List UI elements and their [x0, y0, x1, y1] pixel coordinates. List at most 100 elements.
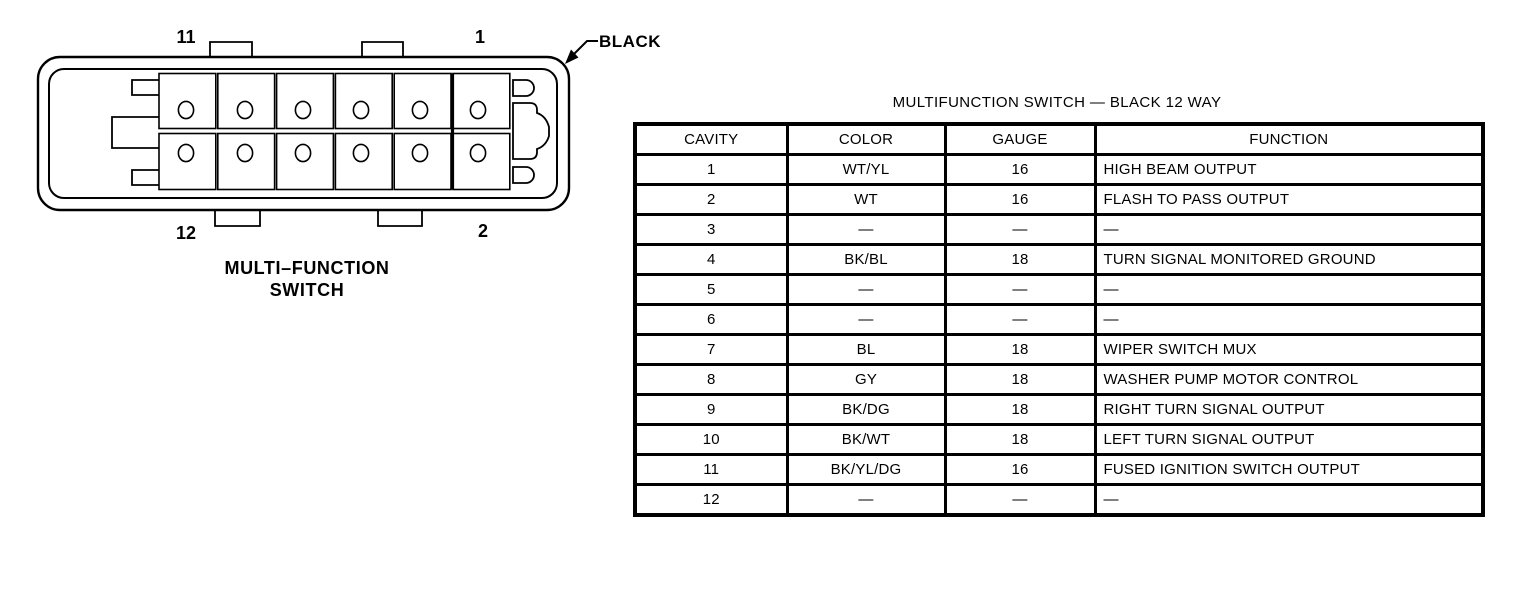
mounting-tab-bottom-right	[377, 210, 423, 227]
gauge-cell: 18	[943, 363, 1097, 396]
pin-hole-8	[294, 143, 312, 163]
gauge-cell: 16	[943, 453, 1097, 486]
pin-hole-6	[352, 143, 370, 163]
function-cell: HIGH BEAM OUTPUT	[1093, 153, 1485, 186]
gauge-cell: —	[943, 213, 1097, 246]
cavity-cell: 3	[633, 213, 789, 246]
cavity-cell: 10	[633, 423, 789, 456]
cavity-label-bottom-left: 12	[176, 223, 196, 243]
mounting-tab-top-right	[361, 41, 404, 58]
gauge-cell: 16	[943, 183, 1097, 216]
color-cell: —	[785, 483, 947, 517]
pin-hole-7	[294, 100, 312, 120]
color-cell: BK/YL/DG	[785, 453, 947, 486]
terminal-grid	[158, 72, 511, 191]
terminal-holes	[177, 100, 487, 163]
col-header-gauge: GAUGE	[943, 122, 1097, 156]
connector-caption-line1: MULTI–FUNCTION	[224, 258, 389, 278]
color-cell: WT	[785, 183, 947, 216]
gauge-cell: —	[943, 483, 1097, 517]
gauge-cell: 18	[943, 393, 1097, 426]
function-cell: FLASH TO PASS OUTPUT	[1093, 183, 1485, 216]
table-row: 3———	[633, 213, 1485, 246]
color-cell: GY	[785, 363, 947, 396]
table-row: 5———	[633, 273, 1485, 306]
function-cell: FUSED IGNITION SWITCH OUTPUT	[1093, 453, 1485, 486]
gauge-cell: 18	[943, 333, 1097, 366]
pin-hole-5	[352, 100, 370, 120]
function-cell: —	[1093, 483, 1485, 517]
key-tab-left-bottom	[131, 169, 159, 186]
cavity-label-top-left: 11	[176, 27, 195, 47]
pin-hole-1	[469, 100, 487, 120]
cavity-cell: 11	[633, 453, 789, 486]
function-cell: —	[1093, 273, 1485, 306]
pin-hole-9	[236, 100, 254, 120]
connector-caption-line2: SWITCH	[270, 280, 345, 300]
color-cell: BL	[785, 333, 947, 366]
key-tab-left-top	[131, 79, 159, 96]
pin-hole-12	[177, 143, 195, 163]
cavity-cell: 8	[633, 363, 789, 396]
col-header-cavity: CAVITY	[633, 122, 789, 156]
col-header-color: COLOR	[785, 122, 947, 156]
cavity-cell: 4	[633, 243, 789, 276]
gauge-cell: 18	[943, 423, 1097, 456]
connector-color-callout: BLACK	[599, 32, 661, 51]
function-cell: WIPER SWITCH MUX	[1093, 333, 1485, 366]
color-cell: —	[785, 303, 947, 336]
cavity-cell: 9	[633, 393, 789, 426]
mounting-tab-bottom-left	[214, 210, 261, 227]
function-cell: —	[1093, 303, 1485, 336]
cavity-label-bottom-right: 2	[478, 221, 488, 241]
color-cell: BK/BL	[785, 243, 947, 276]
pin-hole-11	[177, 100, 195, 120]
gauge-cell: 16	[943, 153, 1097, 186]
color-cell: —	[785, 273, 947, 306]
mounting-tab-top-left	[209, 41, 253, 58]
key-slot-right-middle	[512, 102, 550, 160]
function-cell: —	[1093, 213, 1485, 246]
pin-hole-3	[411, 100, 429, 120]
key-slot-right-top	[512, 79, 535, 97]
pin-hole-2	[469, 143, 487, 163]
color-cell: BK/WT	[785, 423, 947, 456]
key-tab-left-middle	[111, 116, 159, 149]
cavity-cell: 6	[633, 303, 789, 336]
col-header-function: FUNCTION	[1093, 122, 1485, 156]
callout-leader-line	[572, 40, 598, 56]
cavity-cell: 12	[633, 483, 789, 517]
function-cell: TURN SIGNAL MONITORED GROUND	[1093, 243, 1485, 276]
pinout-section: MULTIFUNCTION SWITCH — BLACK 12 WAY CAVI…	[633, 94, 1485, 517]
gauge-cell: —	[943, 273, 1097, 306]
cavity-cell: 1	[633, 153, 789, 186]
table-title: MULTIFUNCTION SWITCH — BLACK 12 WAY	[892, 94, 1222, 111]
cavity-cell: 5	[633, 273, 789, 306]
table-row: 12———	[633, 483, 1485, 517]
callout-arrowhead-icon	[565, 49, 579, 64]
color-cell: WT/YL	[785, 153, 947, 186]
function-cell: WASHER PUMP MOTOR CONTROL	[1093, 363, 1485, 396]
pin-hole-10	[236, 143, 254, 163]
key-slot-right-bottom	[512, 166, 535, 184]
table-row: 6———	[633, 303, 1485, 336]
color-cell: —	[785, 213, 947, 246]
cavity-cell: 2	[633, 183, 789, 216]
cavity-label-top-right: 1	[475, 27, 485, 47]
gauge-cell: —	[943, 303, 1097, 336]
function-cell: LEFT TURN SIGNAL OUTPUT	[1093, 423, 1485, 456]
pin-hole-4	[411, 143, 429, 163]
color-cell: BK/DG	[785, 393, 947, 426]
connector-diagram: 11 1 12 2 BLACK MULTI–FUNCTION SWITCH	[36, 27, 661, 300]
function-cell: RIGHT TURN SIGNAL OUTPUT	[1093, 393, 1485, 426]
